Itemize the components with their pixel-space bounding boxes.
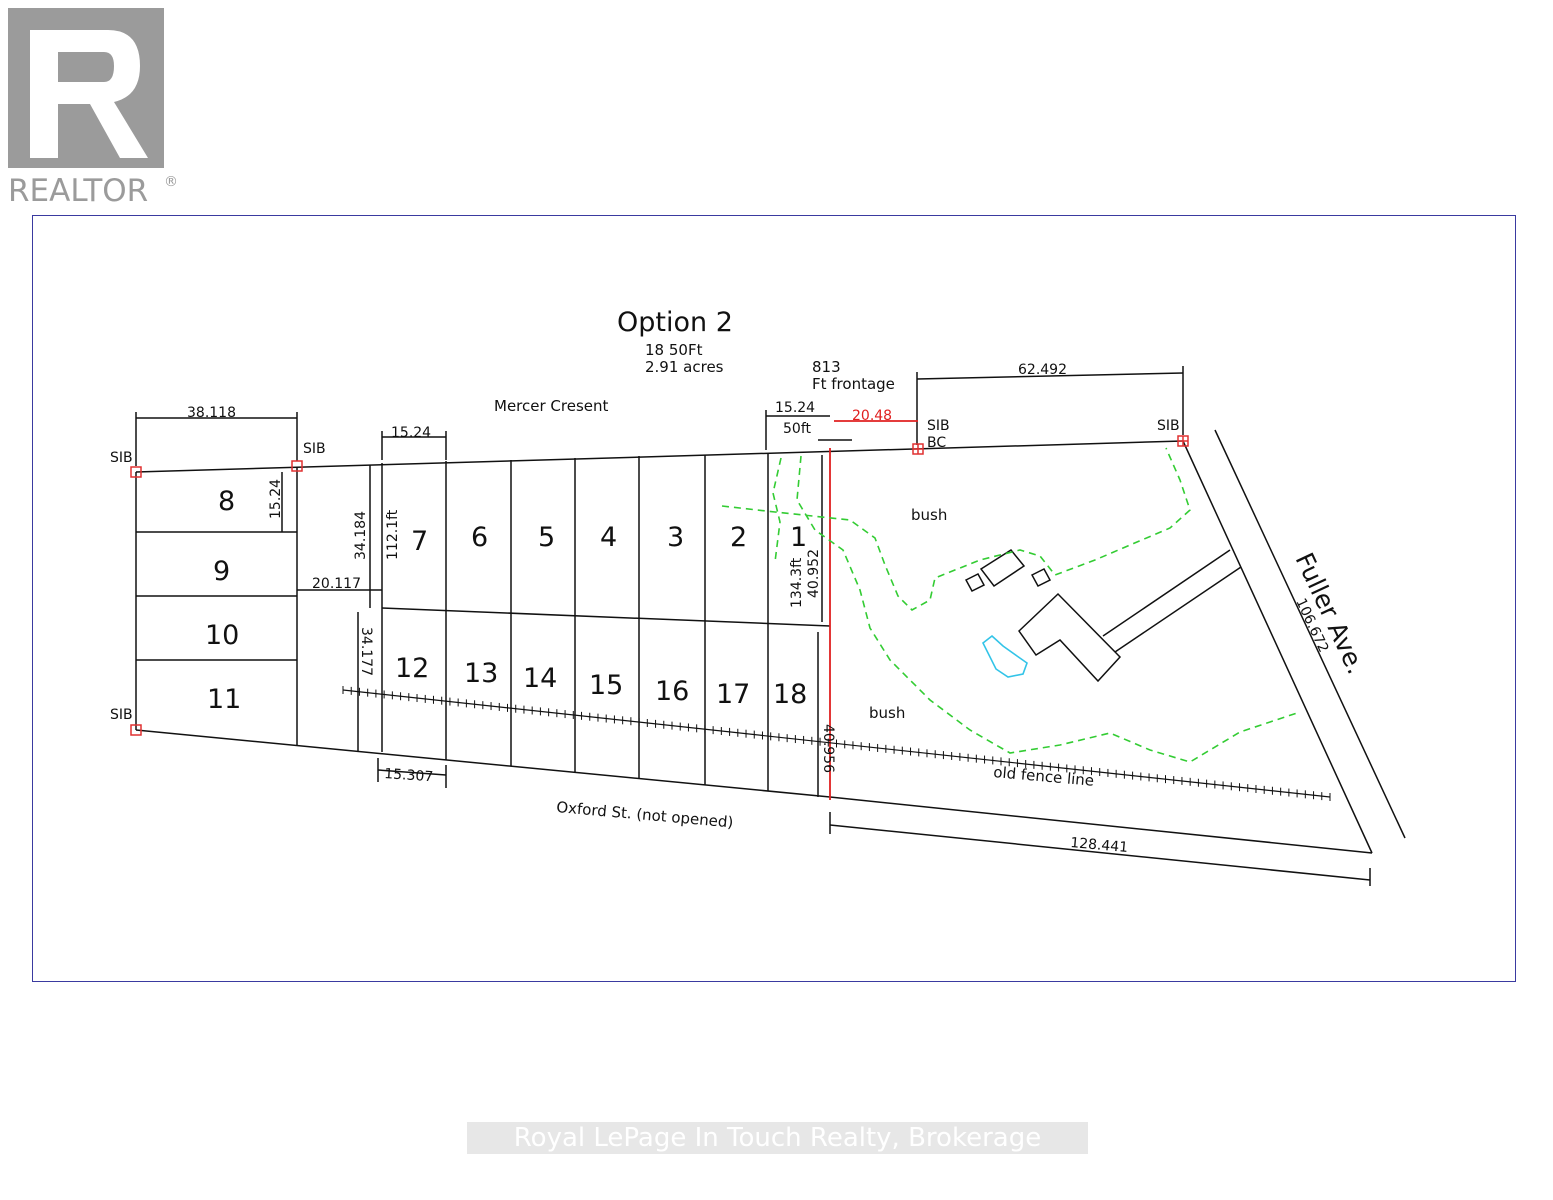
east-boundary bbox=[1182, 440, 1373, 854]
lot-13: 13 bbox=[464, 658, 498, 689]
house bbox=[1018, 592, 1122, 683]
sib-label-bc: SIB bbox=[927, 418, 950, 434]
lot-18: 18 bbox=[773, 679, 807, 710]
shed-small-west bbox=[964, 573, 986, 592]
dim-40-952: 40.952 bbox=[806, 549, 822, 598]
dim-62-492: 62.492 bbox=[1018, 362, 1067, 378]
pond bbox=[981, 634, 1028, 678]
dim-15-24-lot8: 15.24 bbox=[268, 479, 284, 519]
sib-label-nw: SIB bbox=[110, 450, 133, 466]
dim-34-184: 34.184 bbox=[353, 511, 369, 560]
dim-20-117: 20.117 bbox=[312, 576, 361, 592]
plan-frame bbox=[32, 215, 1516, 982]
south-boundary bbox=[135, 729, 831, 798]
sib-marker-nw bbox=[130, 466, 142, 478]
dim-15-307: 15.307 bbox=[384, 766, 434, 785]
lot-16: 16 bbox=[655, 676, 689, 707]
bush-label-north: bush bbox=[911, 506, 947, 524]
lot-9: 9 bbox=[213, 556, 230, 587]
bc-label: BC bbox=[927, 435, 946, 451]
lot-17: 17 bbox=[716, 679, 750, 710]
sib-label-ne: SIB bbox=[1157, 418, 1180, 434]
north-boundary bbox=[135, 440, 1184, 473]
lot-2: 2 bbox=[730, 522, 747, 553]
brokerage-watermark: Royal LePage In Touch Realty, Brokerage bbox=[467, 1122, 1088, 1154]
registered-mark: ® bbox=[164, 174, 178, 190]
dim-20-48: 20.48 bbox=[852, 408, 892, 424]
lot-7: 7 bbox=[411, 526, 428, 557]
street-oxford: Oxford St. (not opened) bbox=[556, 798, 734, 831]
shed bbox=[979, 549, 1026, 588]
shed-small-east bbox=[1030, 568, 1052, 587]
street-mercer: Mercer Cresent bbox=[494, 397, 609, 415]
plan-title: Option 2 bbox=[617, 307, 733, 338]
bush-outline bbox=[721, 447, 1301, 763]
lot-4: 4 bbox=[600, 522, 617, 553]
summary-acres: 2.91 acres bbox=[645, 358, 724, 376]
lot-11: 11 bbox=[207, 684, 241, 715]
lot-8: 8 bbox=[218, 486, 235, 517]
south-boundary-east bbox=[829, 796, 1373, 854]
sib-label-sw: SIB bbox=[110, 707, 133, 723]
summary-lots: 18 50Ft bbox=[645, 341, 703, 359]
lot-3: 3 bbox=[667, 522, 684, 553]
dim-15-24-lot7: 15.24 bbox=[391, 425, 431, 441]
realtor-logo: REALTOR ® bbox=[8, 8, 184, 209]
bush-label-south: bush bbox=[869, 704, 905, 722]
frontage-label: Ft frontage bbox=[812, 375, 895, 393]
dim-40-956: 40.956 bbox=[820, 724, 836, 773]
sib-marker-sw bbox=[130, 724, 142, 736]
frontage-value: 813 bbox=[812, 358, 841, 376]
mid-lot-line bbox=[381, 607, 831, 627]
lot-5: 5 bbox=[538, 522, 555, 553]
realtor-wordmark: REALTOR bbox=[8, 173, 148, 208]
lot-1: 1 bbox=[790, 522, 807, 553]
dim-128-441: 128.441 bbox=[1070, 835, 1129, 856]
dim-112-1ft: 112.1ft bbox=[385, 509, 401, 560]
lot-15: 15 bbox=[589, 670, 623, 701]
lot-10: 10 bbox=[205, 620, 239, 651]
dim-15-24-lot1: 15.24 bbox=[775, 400, 815, 416]
fence-label: old fence line bbox=[993, 763, 1095, 790]
lot-12: 12 bbox=[395, 653, 429, 684]
dim-134-3ft: 134.3ft bbox=[789, 557, 805, 608]
dim-38-118: 38.118 bbox=[187, 405, 236, 421]
realtor-logo-mark: REALTOR ® bbox=[8, 8, 178, 209]
dim-34-177: 34.177 bbox=[358, 627, 374, 676]
dim-50ft: 50ft bbox=[783, 421, 811, 437]
lot-14: 14 bbox=[523, 663, 557, 694]
sib-marker-n bbox=[291, 460, 303, 472]
sib-label-n: SIB bbox=[303, 441, 326, 457]
lot-6: 6 bbox=[471, 522, 488, 553]
